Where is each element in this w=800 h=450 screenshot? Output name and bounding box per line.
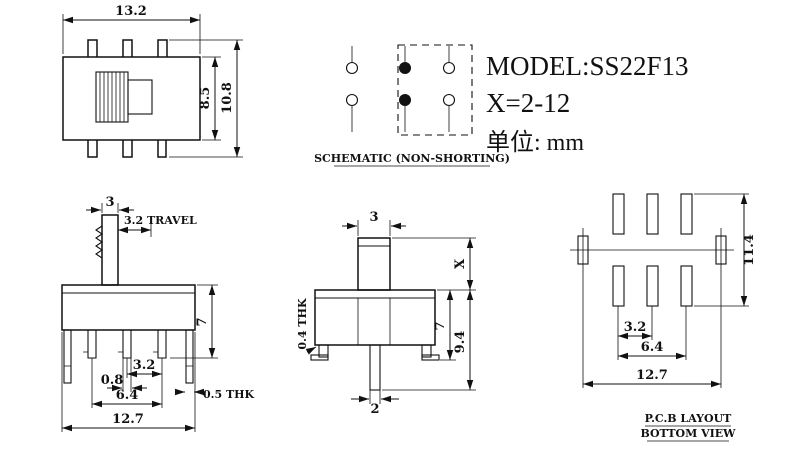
- dim-text-pad-span: 6.4: [641, 340, 664, 355]
- extension-lines: [169, 39, 243, 158]
- dim-text-side-height: 7: [195, 317, 210, 326]
- left-bracket-foot: [310, 354, 329, 361]
- dim-center-pin-width: 2: [351, 390, 399, 417]
- dim-knob-height-x: X: [392, 237, 476, 290]
- extension-lines: [61, 332, 196, 432]
- slider-position-dashed-box: [397, 44, 473, 136]
- dim-text-body-height: 8.5: [198, 87, 213, 110]
- dim-text-body-height: 7: [433, 321, 448, 330]
- model-number-text: MODEL:SS22F13: [486, 51, 689, 81]
- slider-frame-outline: [127, 79, 153, 115]
- dim-front-body-height: 8.5: [198, 56, 221, 141]
- dim-pcb-total-width: 12.7: [583, 368, 721, 388]
- pcb-pad: [612, 193, 625, 235]
- dim-text-total-width: 12.7: [112, 412, 144, 427]
- left-mounting-tab: [63, 329, 72, 384]
- switch-body-outline: [61, 284, 196, 331]
- contact-common-filled: [399, 62, 411, 74]
- extension-lines: [369, 390, 381, 404]
- top-terminal-pins: [87, 39, 168, 57]
- x-range-text: X=2-12: [486, 88, 570, 118]
- dim-total-height: 9.4: [382, 290, 476, 391]
- dim-lever-width: 3: [86, 195, 134, 214]
- extension-lines: [122, 358, 132, 392]
- dim-knob-width: 3: [342, 210, 406, 236]
- right-bracket: [421, 344, 432, 358]
- terminal-lead-stubs: [351, 46, 450, 132]
- contact-open: [442, 93, 456, 107]
- dim-text-lever-width: 3: [105, 195, 114, 210]
- pcb-layout-view: 11.4 3.2 6.4 12.7 P.C.B LAYOUT BOTTOM VI…: [570, 193, 757, 442]
- extension-lines: [101, 203, 119, 213]
- dim-text-pin-pitch: 3.2: [133, 358, 156, 373]
- pcb-pad: [646, 193, 659, 235]
- dim-text-knob-width: 3: [369, 210, 378, 225]
- dim-side-total-width: 12.7: [61, 332, 196, 432]
- unit-text: 单位: mm: [486, 129, 584, 156]
- dim-text-pin-span: 6.4: [116, 388, 139, 403]
- dim-text-pcb-total-width: 12.7: [636, 368, 668, 383]
- pcb-pad: [612, 265, 625, 307]
- dim-pattern-height: 11.4: [694, 193, 757, 307]
- schematic-contacts: [345, 61, 456, 107]
- actuator-lever-outline: [101, 214, 119, 286]
- dim-text-total-height: 9.4: [453, 331, 468, 354]
- dim-pin-pitch: 3.2: [126, 358, 163, 408]
- dim-pin-width: 0.8: [101, 358, 147, 392]
- schematic-caption: SCHEMATIC (NON-SHORTING): [314, 152, 510, 165]
- pcb-caption-line1: P.C.B LAYOUT: [645, 412, 733, 425]
- knob-knurl-hatch: [99, 72, 125, 122]
- right-bracket-foot: [421, 354, 440, 361]
- schematic-view: SCHEMATIC (NON-SHORTING): [314, 44, 510, 167]
- pcb-pads: [612, 193, 693, 307]
- pcb-pad: [680, 193, 693, 235]
- dim-travel: 3.2 TRAVEL: [118, 214, 197, 237]
- extension-lines: [694, 193, 749, 307]
- dim-pin-span: 6.4: [91, 358, 162, 408]
- leader-arrow: [305, 346, 317, 355]
- dim-tab-thickness: 0.5 THK: [175, 388, 255, 401]
- extension-lines: [357, 220, 391, 236]
- dim-text-pattern-height: 11.4: [742, 234, 757, 266]
- dim-text-pad-pitch: 3.2: [624, 320, 647, 335]
- extension-lines: [170, 284, 218, 359]
- lever-knurl-sawtooth: [95, 225, 103, 259]
- internal-slider-lines: [357, 298, 391, 345]
- dim-text-knob-height: X: [453, 258, 468, 269]
- dim-wall-thickness: 0.4 THK: [296, 298, 317, 355]
- center-pin: [369, 344, 381, 391]
- dim-text-tab-thickness: 0.5 THK: [203, 388, 255, 401]
- front-view: 13.2 8.5 10.8: [62, 4, 243, 158]
- title-block: MODEL:SS22F13 X=2-12 单位: mm: [486, 51, 689, 156]
- side-view: 3 3.2 TRAVEL 7 3.2 0.8 6.4: [61, 195, 255, 432]
- dim-front-width: 13.2: [62, 4, 201, 54]
- dim-front-total-height: 10.8: [169, 39, 243, 158]
- section-view: 3 0.4 THK X 7 9.4 2: [296, 210, 476, 417]
- contact-open: [345, 61, 359, 75]
- pcb-pad: [646, 265, 659, 307]
- dim-text-front-width: 13.2: [115, 4, 147, 19]
- left-bracket: [318, 344, 329, 358]
- pcb-caption-line2: BOTTOM VIEW: [640, 427, 736, 440]
- dim-text-wall-thickness: 0.4 THK: [296, 298, 309, 350]
- contact-open: [345, 93, 359, 107]
- dim-text-total-height: 10.8: [220, 82, 235, 114]
- switch-body-outline: [62, 56, 201, 141]
- dim-pad-span: 6.4: [618, 306, 687, 360]
- bottom-terminal-pins: [87, 140, 167, 158]
- pcb-pad: [680, 265, 693, 307]
- dim-text-center-pin-width: 2: [370, 402, 379, 417]
- dim-pad-pitch: 3.2: [617, 306, 653, 360]
- contact-open: [442, 61, 456, 75]
- tab-centerlines-and-extensions: [582, 228, 722, 388]
- contact-common-filled: [399, 94, 411, 106]
- dim-text-pin-width: 0.8: [101, 373, 124, 388]
- dim-side-height: 7: [170, 284, 218, 359]
- solder-pins: [87, 330, 167, 359]
- right-mounting-tab: [185, 329, 194, 384]
- dim-text-travel: 3.2 TRAVEL: [124, 214, 197, 227]
